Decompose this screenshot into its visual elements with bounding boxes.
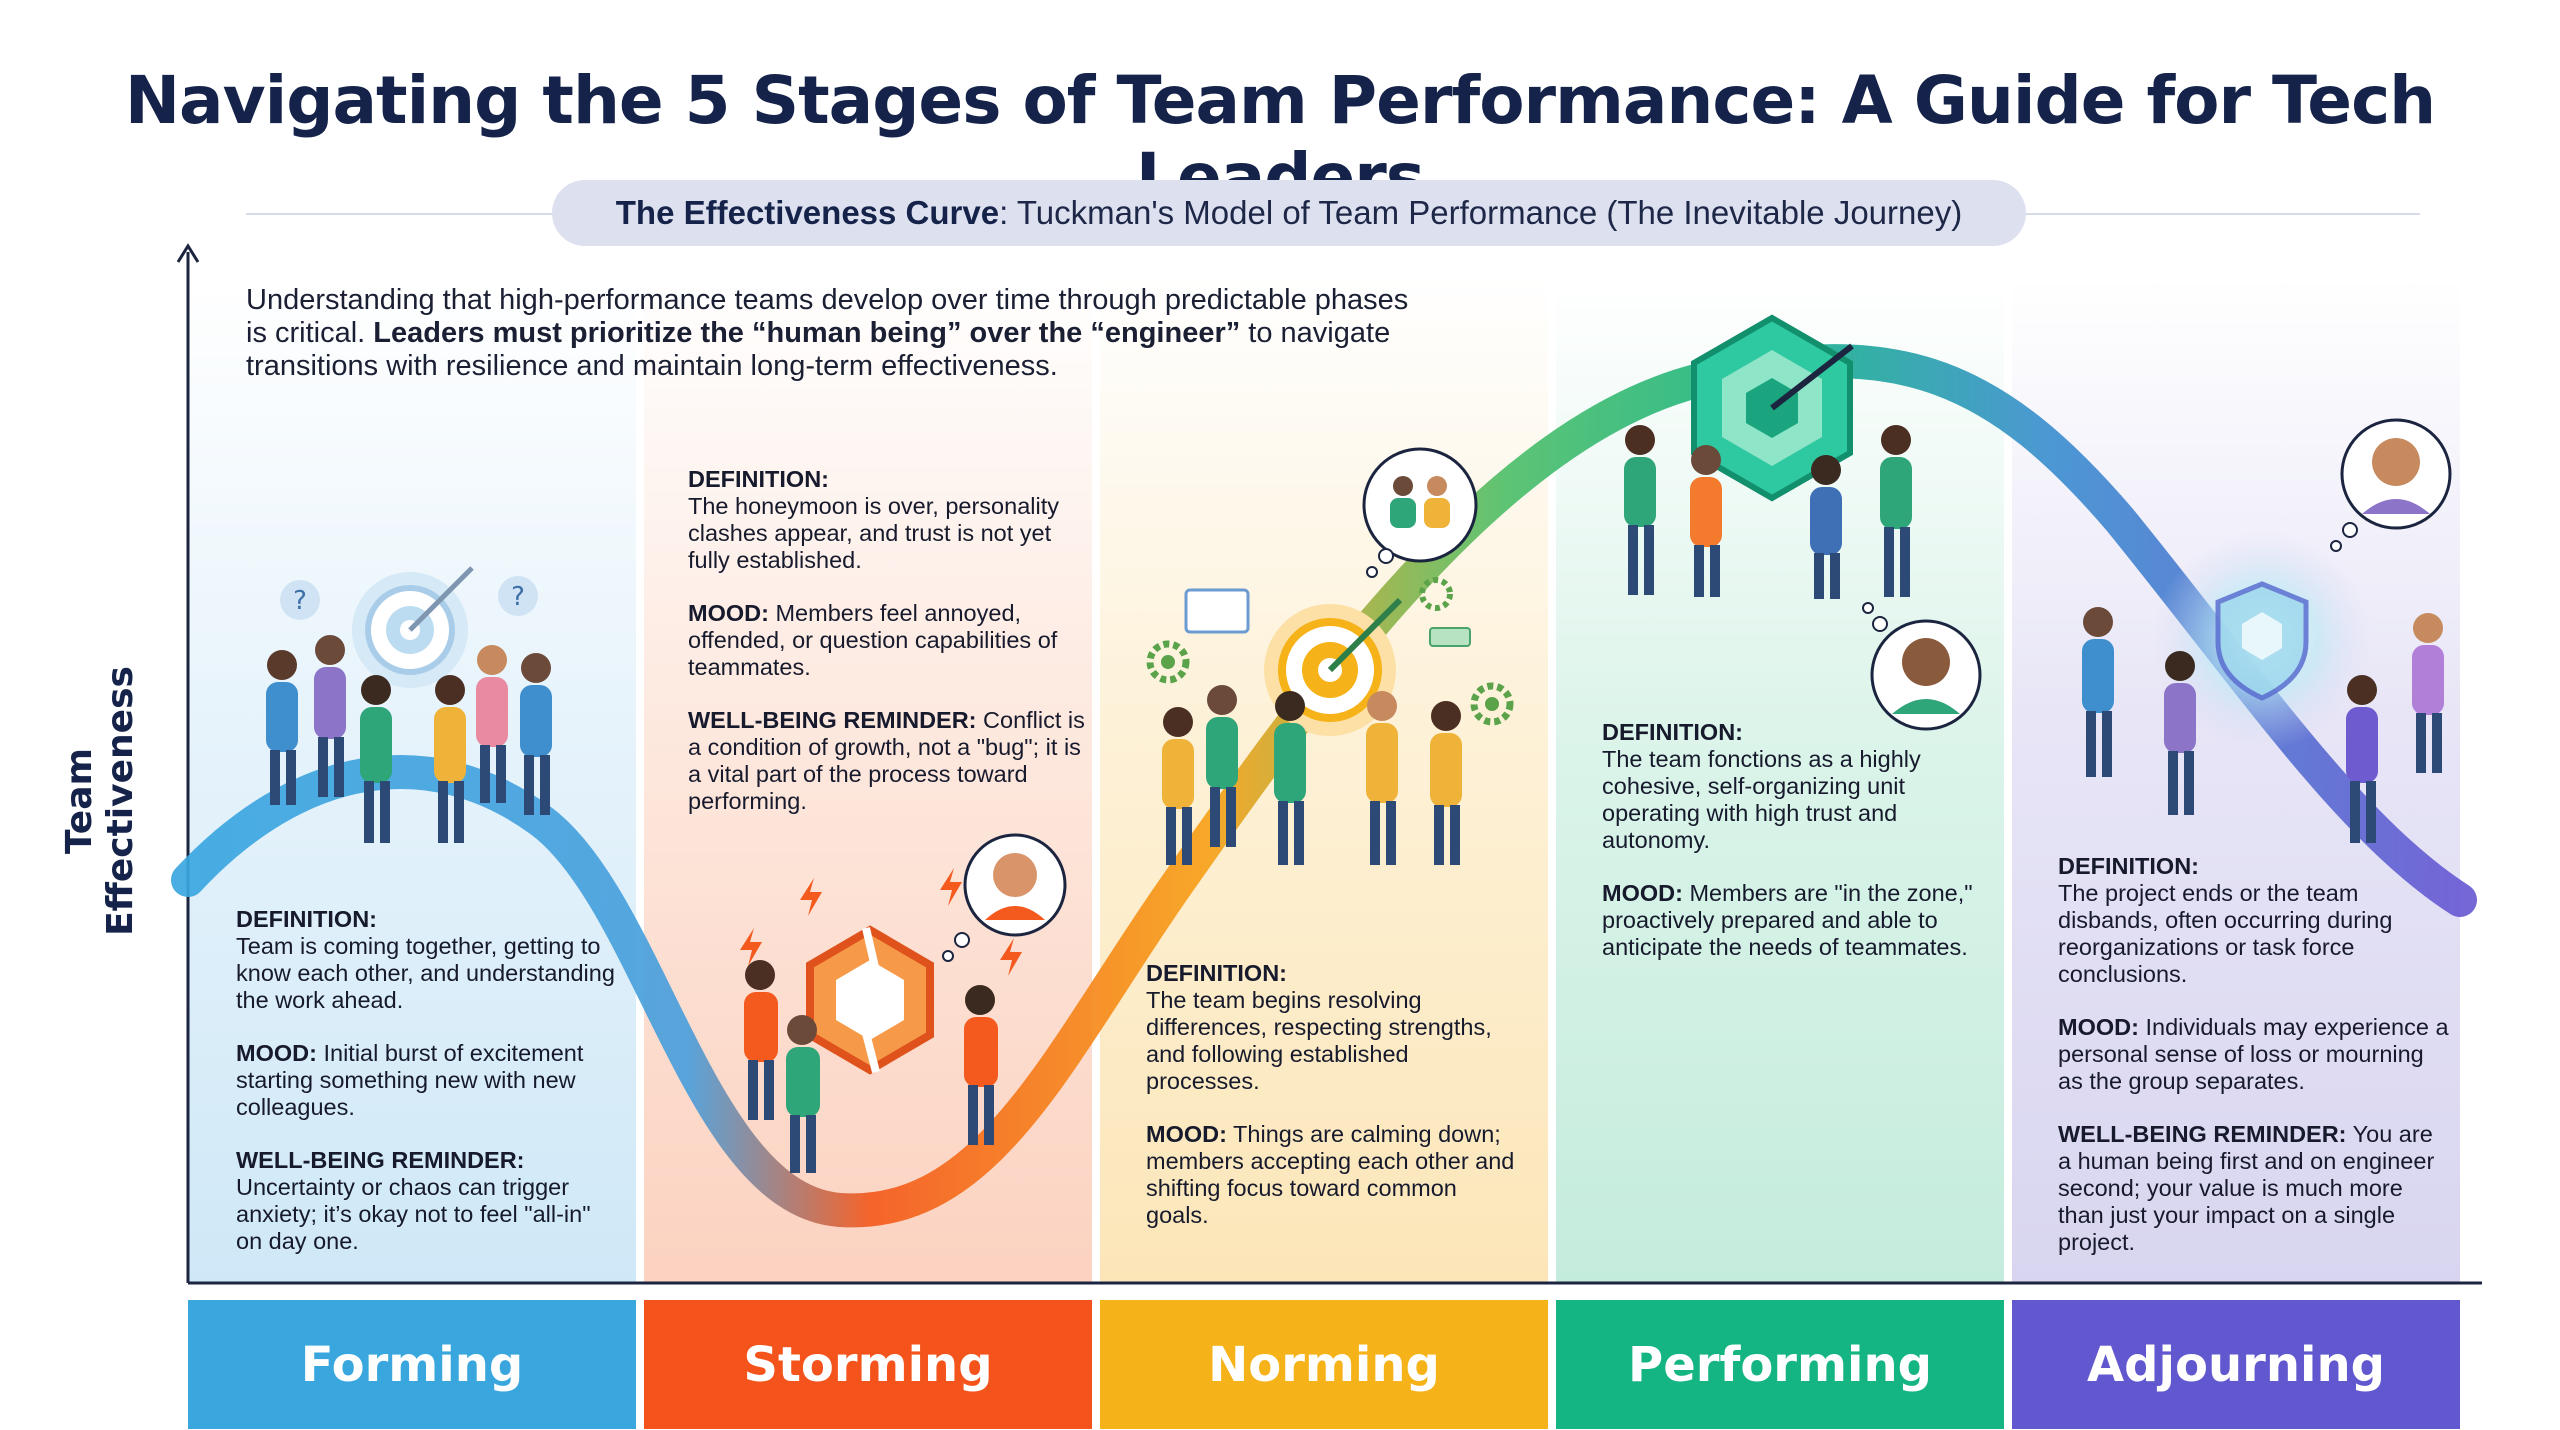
gear-icon: [1146, 640, 1190, 684]
performing-text: DEFINITION:The team fonctions as a highl…: [1602, 719, 1982, 987]
forming-mood-label: MOOD:: [236, 1040, 317, 1066]
person-figure: [1162, 707, 1194, 865]
forming-definition-label: DEFINITION:: [236, 906, 377, 932]
gear-icon: [1419, 577, 1453, 611]
person-figure: [2412, 613, 2444, 773]
intro-bold: Leaders must prioritize the “human being…: [373, 317, 1241, 349]
forming-mood: Initial burst of excitement starting som…: [236, 1040, 584, 1120]
shield-icon: [2215, 581, 2309, 701]
storming-mood-label: MOOD:: [688, 600, 769, 626]
storming-definition: The honeymoon is over, personality clash…: [688, 493, 1059, 573]
person-figure: [2346, 675, 2378, 843]
adjourning-reminder: You are a human being first and on engin…: [2058, 1121, 2435, 1255]
question-mark-icon: ?: [280, 580, 320, 620]
person-figure: [1624, 425, 1656, 595]
storming-definition-label: DEFINITION:: [688, 466, 829, 492]
performing-definition-label: DEFINITION:: [1602, 719, 1743, 745]
person-figure: [266, 650, 298, 805]
person-figure: [1274, 691, 1306, 865]
effectiveness-curve: [171, 344, 2477, 1228]
person-figure: [2082, 607, 2114, 777]
avatar-thoughtful: [2330, 418, 2452, 552]
browser-window-icon: [1184, 588, 1250, 634]
norming-mood-label: MOOD:: [1146, 1121, 1227, 1147]
intro-part2: to navigate transitions with resilience …: [246, 317, 1391, 382]
person-figure: [1430, 701, 1462, 865]
subtitle-rest: : Tuckman's Model of Team Performance (T…: [999, 194, 1963, 231]
gear-icon: [1470, 682, 1514, 726]
flowchart-icon: [1429, 627, 1471, 647]
forming-illustration: ? ?: [266, 566, 552, 843]
storming-mood: Members feel annoyed, offended, or quest…: [688, 600, 1058, 680]
adjourning-mood: Individuals may experience a personal se…: [2058, 1014, 2449, 1094]
adjourning-illustration: [2082, 418, 2452, 843]
subtitle-bold: The Effectiveness Curve: [615, 194, 1000, 231]
storming-reminder-label: WELL-BEING REMINDER:: [688, 707, 977, 733]
person-figure: [1206, 685, 1238, 847]
lightning-icon: [740, 868, 1022, 976]
question-mark-icon: ?: [498, 576, 538, 616]
norming-mood: Things are calming down; members accepti…: [1146, 1121, 1515, 1228]
svg-text:?: ?: [293, 586, 307, 616]
forming-reminder: Uncertainty or chaos can trigger anxiety…: [236, 1174, 591, 1254]
adjourning-definition-label: DEFINITION:: [2058, 853, 2199, 879]
storming-text: DEFINITION:The honeymoon is over, person…: [688, 466, 1088, 841]
forming-text: DEFINITION:Team is coming together, gett…: [236, 906, 616, 1281]
norming-definition-label: DEFINITION:: [1146, 960, 1287, 986]
storming-illustration: [740, 833, 1067, 1173]
adjourning-mood-label: MOOD:: [2058, 1014, 2139, 1040]
tab-performing: Performing: [1556, 1300, 2004, 1429]
person-figure: [786, 1015, 820, 1173]
handshake-icon: [1362, 447, 1478, 578]
broken-hexagon-icon: [806, 925, 934, 1075]
person-figure: [1366, 691, 1398, 865]
person-figure: [520, 653, 552, 815]
y-axis-arrow-icon: [176, 243, 200, 263]
subtitle-pill: The Effectiveness Curve: Tuckman's Model…: [552, 180, 2026, 246]
storming-reminder: Conflict is a condition of growth, not a…: [688, 707, 1085, 814]
adjourning-reminder-label: WELL-BEING REMINDER:: [2058, 1121, 2347, 1147]
performing-mood-label: MOOD:: [1602, 880, 1683, 906]
person-figure: [744, 960, 778, 1120]
svg-text:?: ?: [511, 582, 525, 612]
person-figure: [1880, 425, 1912, 597]
page-title: Navigating the 5 Stages of Team Performa…: [124, 62, 2436, 216]
tab-norming: Norming: [1100, 1300, 1548, 1429]
norming-text: DEFINITION:The team begins resolving dif…: [1146, 960, 1526, 1255]
intro-part1: Understanding that high-performance team…: [246, 284, 1409, 349]
hexagon-target-icon: [1691, 314, 1854, 502]
tab-forming: Forming: [188, 1300, 636, 1429]
performing-illustration: [1624, 314, 1982, 731]
person-figure: [1810, 455, 1842, 599]
adjourning-text: DEFINITION:The project ends or the team …: [2058, 853, 2450, 1282]
person-figure: [964, 985, 998, 1145]
person-figure: [2164, 651, 2196, 815]
avatar-angry: [942, 833, 1067, 962]
performing-definition: The team fonctions as a highly cohesive,…: [1602, 746, 1921, 853]
intro-text: Understanding that high-performance team…: [246, 284, 1426, 383]
tab-storming: Storming: [644, 1300, 1092, 1429]
adjourning-definition: The project ends or the team disbands, o…: [2058, 880, 2393, 987]
person-figure: [360, 675, 392, 843]
performing-mood: Members are "in the zone," proactively p…: [1602, 880, 1973, 960]
forming-reminder-label: WELL-BEING REMINDER:: [236, 1147, 525, 1173]
forming-definition: Team is coming together, getting to know…: [236, 933, 615, 1013]
tab-adjourning: Adjourning: [2012, 1300, 2460, 1429]
person-figure: [1690, 445, 1722, 597]
norming-definition: The team begins resolving differences, r…: [1146, 987, 1492, 1094]
person-figure: [434, 675, 466, 843]
person-figure: [476, 645, 508, 803]
target-icon: [352, 566, 474, 688]
person-figure: [314, 635, 346, 797]
avatar-happy: [1862, 602, 1982, 731]
norming-illustration: [1146, 447, 1514, 865]
